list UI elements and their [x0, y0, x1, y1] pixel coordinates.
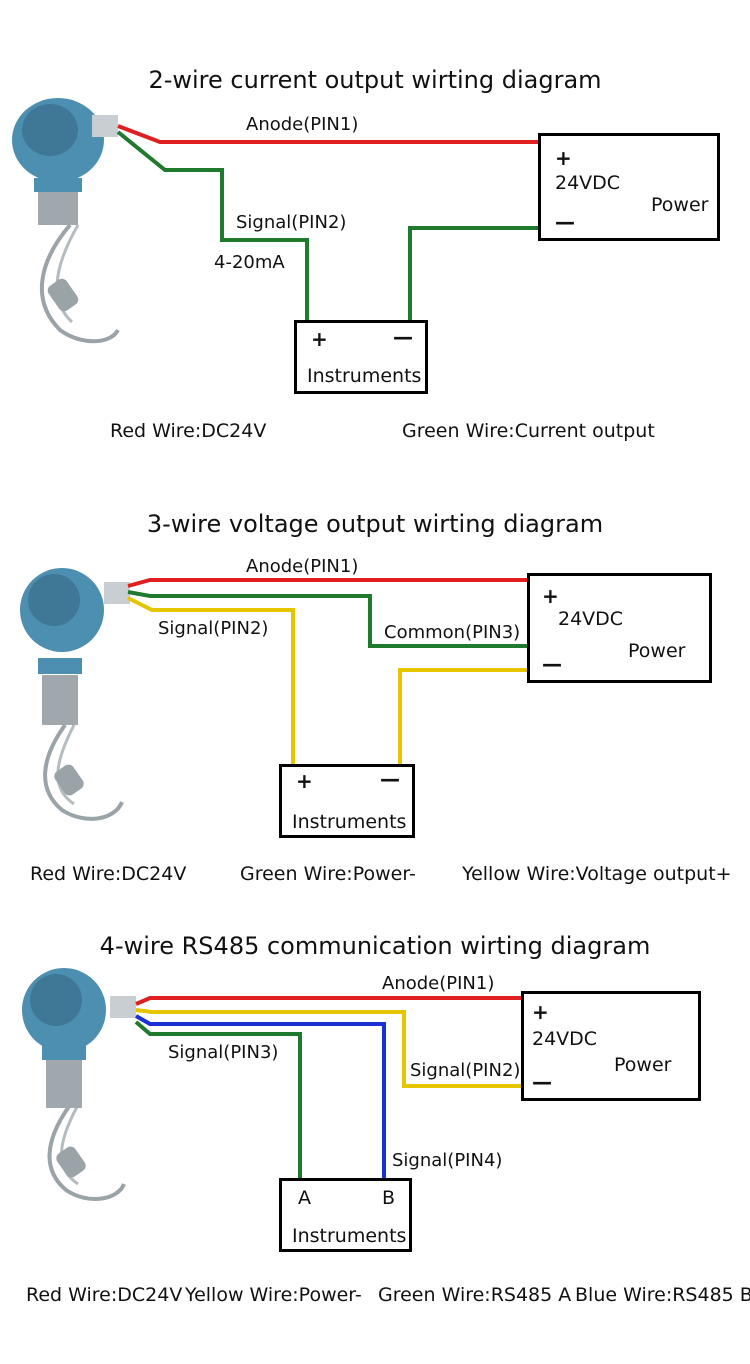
- diagram-title: 4-wire RS485 communication wirting diagr…: [99, 932, 651, 960]
- legend-green: Green Wire:Power-: [240, 863, 416, 885]
- plus-terminal: +: [296, 769, 313, 793]
- green-wire: [134, 1020, 302, 1180]
- legend-green: Green Wire:RS485 A: [378, 1284, 572, 1306]
- diagram-2-wire: 2-wire current output wirting diagram An…: [0, 0, 750, 470]
- instruments-box: + — Instruments: [294, 320, 428, 394]
- wires-4-wire: [22, 968, 522, 1201]
- wires-3-wire: [20, 568, 528, 821]
- diagram-title: 2-wire current output wirting diagram: [148, 66, 602, 94]
- wire-label-common: Common(PIN3): [384, 622, 521, 643]
- legend-red: Red Wire:DC24V: [110, 420, 267, 442]
- green-wire-signal: [116, 130, 309, 322]
- power-voltage: 24VDC: [558, 608, 624, 630]
- plus-terminal: +: [311, 327, 328, 351]
- minus-terminal: —: [393, 325, 413, 349]
- power-voltage: 24VDC: [555, 172, 621, 194]
- terminal-b: B: [382, 1187, 396, 1209]
- minus-terminal: —: [555, 210, 575, 234]
- legend-red: Red Wire:DC24V: [26, 1284, 183, 1306]
- plus-terminal: +: [555, 146, 572, 170]
- legend-yellow: Yellow Wire:Voltage output+: [462, 863, 732, 885]
- diagram-4-wire: 4-wire RS485 communication wirting diagr…: [0, 900, 750, 1364]
- instruments-box: A B Instruments: [279, 1178, 412, 1252]
- yellow-wire-signal: [127, 596, 295, 766]
- green-wire: [127, 590, 528, 648]
- sensor-device-icon: [20, 568, 130, 821]
- instruments-label: Instruments: [307, 365, 422, 387]
- red-wire: [127, 578, 528, 588]
- legend-blue: Blue Wire:RS485 B: [575, 1284, 750, 1306]
- wire-label-signal-pin2: Signal(PIN2): [410, 1060, 521, 1081]
- green-wire-return: [408, 226, 540, 322]
- plus-terminal: +: [542, 584, 559, 608]
- legend-yellow: Yellow Wire:Power-: [185, 1284, 362, 1306]
- diagram-3-wire: 3-wire voltage output wirting diagram An…: [0, 470, 750, 900]
- blue-wire: [135, 1014, 386, 1180]
- power-label: Power: [628, 640, 686, 662]
- terminal-a: A: [298, 1187, 311, 1209]
- sensor-device-icon: [22, 968, 136, 1201]
- minus-terminal: —: [532, 1070, 552, 1094]
- plus-terminal: +: [532, 1000, 549, 1024]
- sensor-device-icon: [12, 98, 120, 344]
- red-wire: [117, 124, 540, 144]
- instruments-label: Instruments: [292, 1225, 407, 1247]
- wire-label-anode: Anode(PIN1): [382, 973, 495, 994]
- legend-green: Green Wire:Current output: [402, 420, 655, 442]
- wire-label-signal: Signal(PIN2): [236, 212, 347, 233]
- yellow-wire: [135, 1008, 522, 1088]
- legend-red: Red Wire:DC24V: [30, 863, 187, 885]
- wire-label-anode: Anode(PIN1): [246, 556, 359, 577]
- power-box: + 24VDC Power —: [527, 573, 712, 683]
- minus-terminal: —: [380, 767, 400, 791]
- instruments-box: + — Instruments: [279, 764, 415, 838]
- power-label: Power: [614, 1054, 672, 1076]
- red-wire: [135, 996, 522, 1006]
- wires-2-wire: [12, 98, 540, 344]
- diagram-title: 3-wire voltage output wirting diagram: [146, 510, 604, 538]
- minus-terminal: —: [542, 652, 562, 676]
- power-box: + 24VDC Power —: [521, 991, 701, 1101]
- power-label: Power: [651, 194, 709, 216]
- wire-label-range: 4-20mA: [214, 252, 285, 273]
- instruments-label: Instruments: [292, 811, 407, 833]
- wire-label-signal-pin4: Signal(PIN4): [392, 1150, 503, 1171]
- wire-label-signal: Signal(PIN2): [158, 618, 269, 639]
- yellow-wire-return: [398, 668, 528, 766]
- wire-label-anode: Anode(PIN1): [246, 114, 359, 135]
- power-box: + 24VDC Power —: [538, 133, 720, 241]
- power-voltage: 24VDC: [532, 1028, 598, 1050]
- wire-label-signal-pin3: Signal(PIN3): [168, 1042, 279, 1063]
